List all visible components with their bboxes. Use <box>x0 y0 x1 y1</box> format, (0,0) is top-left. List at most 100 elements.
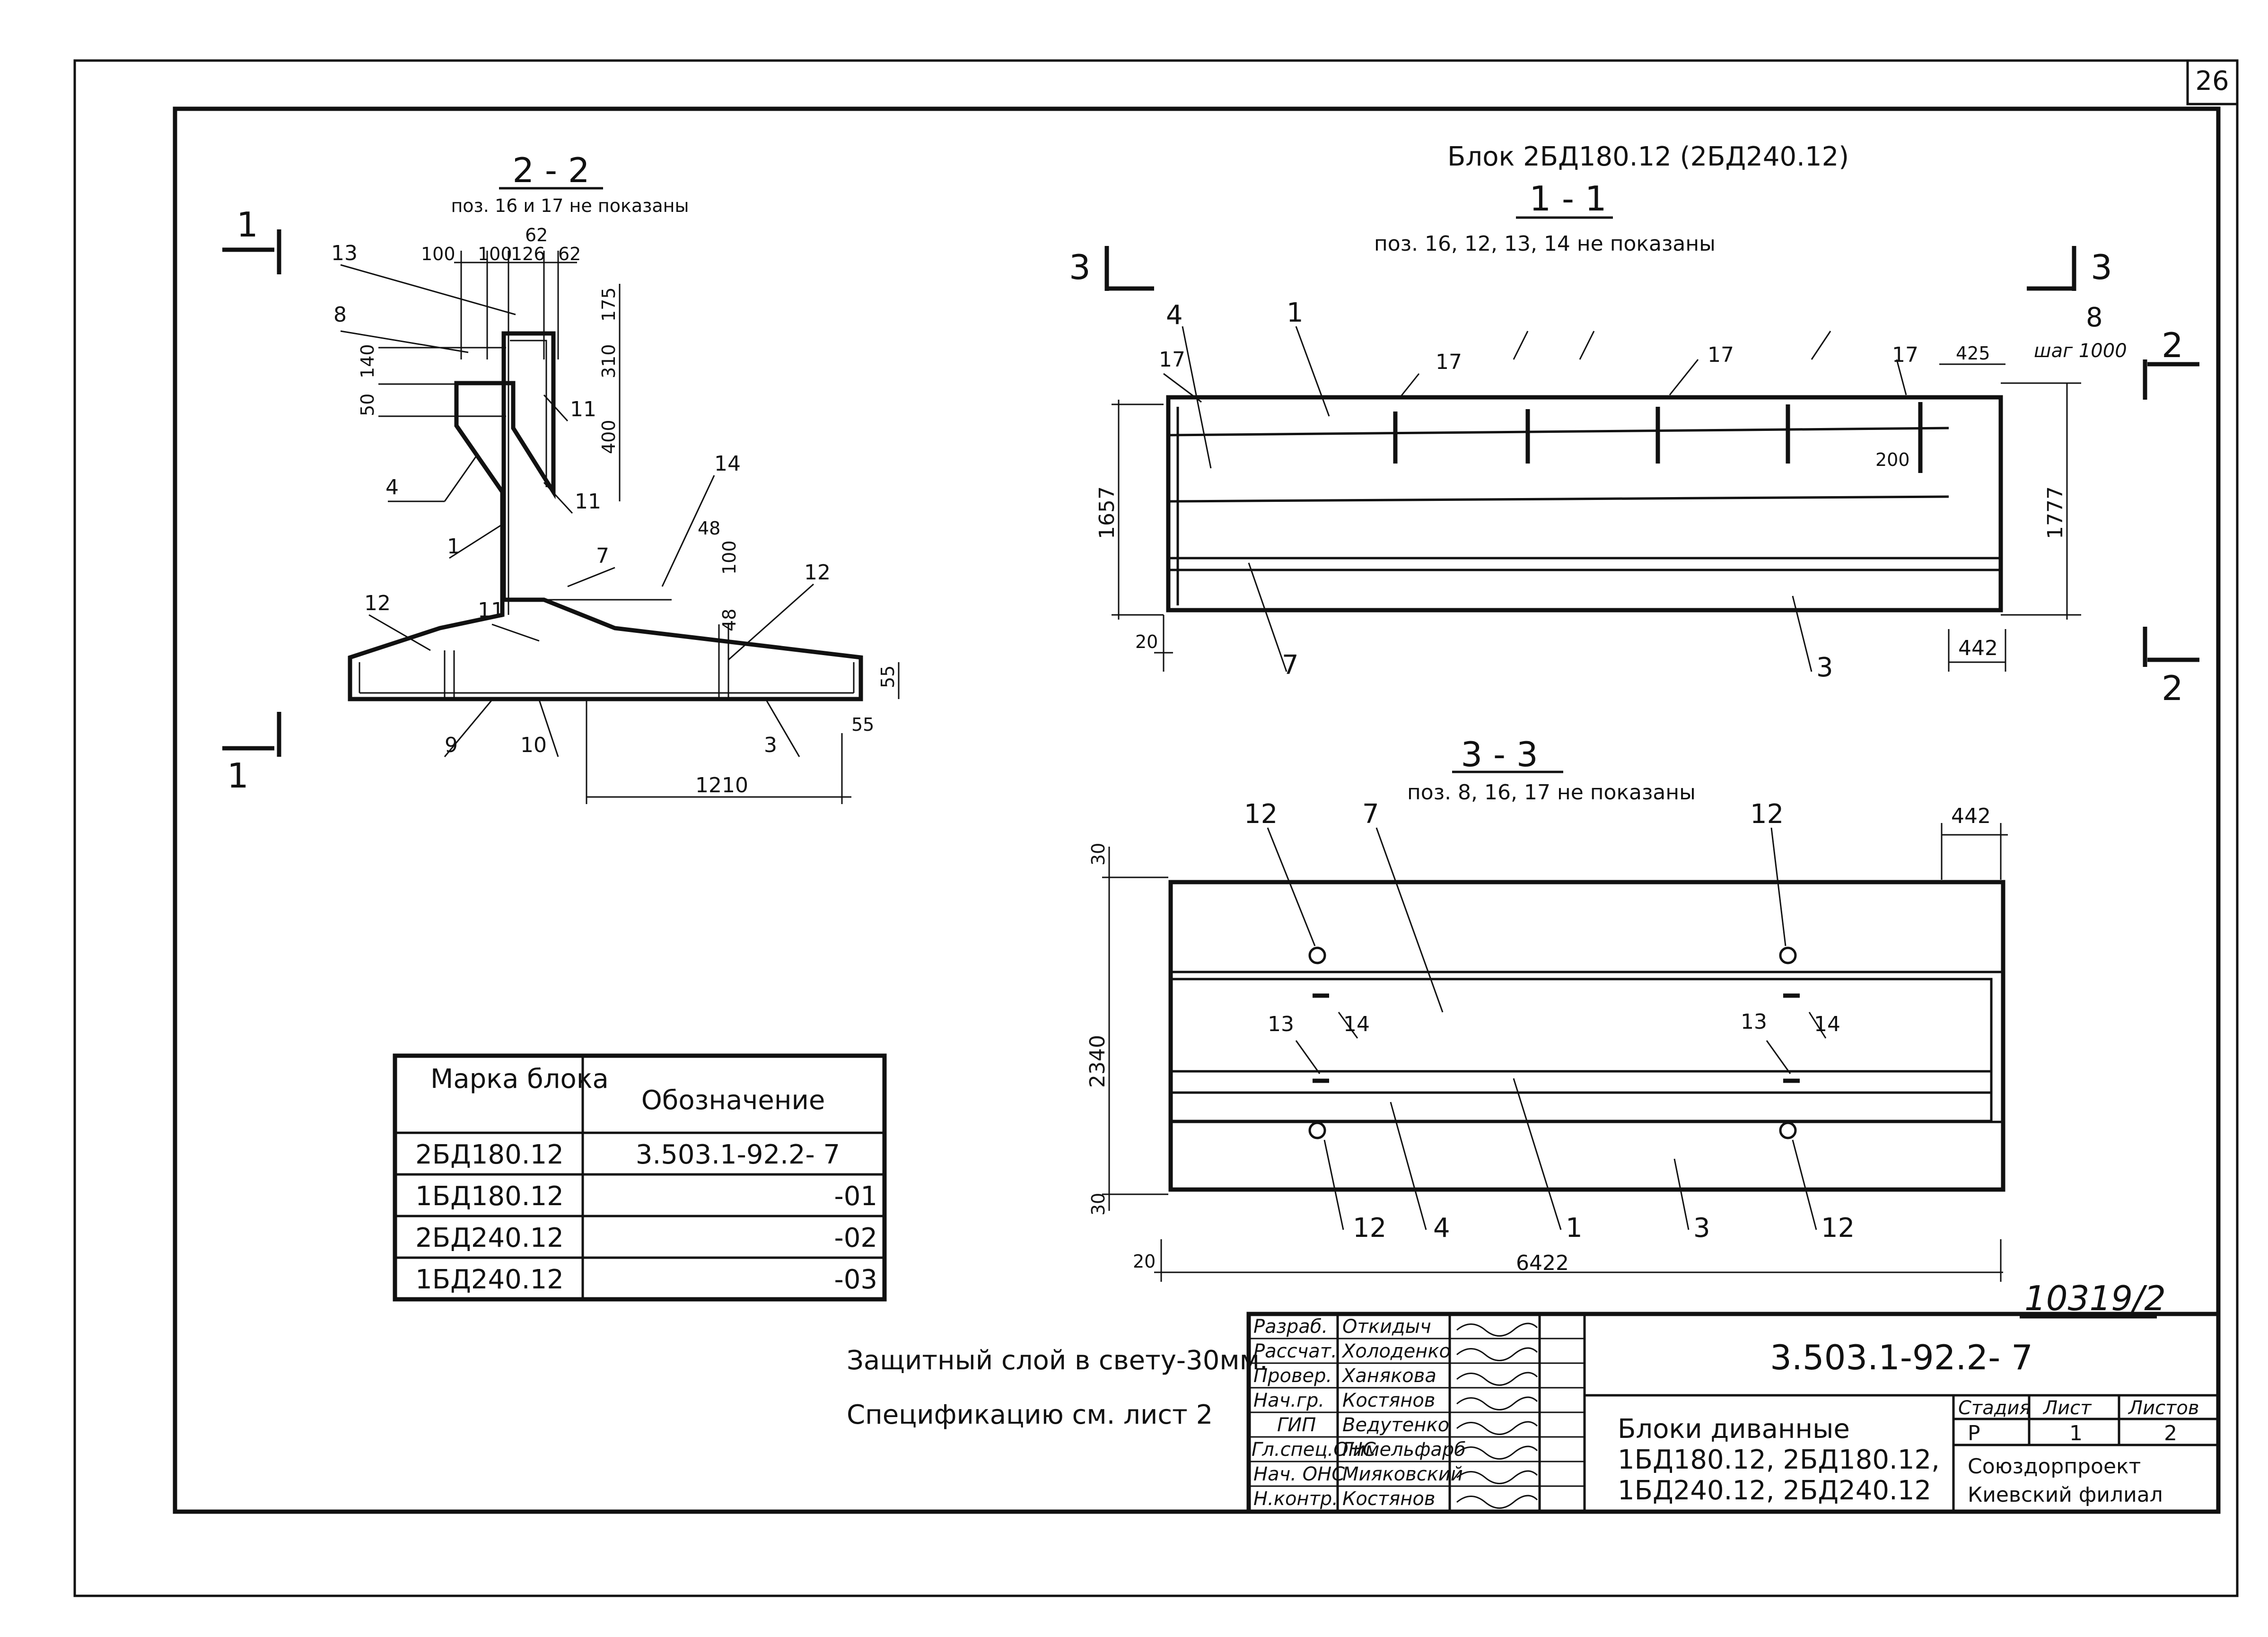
pos-22-11c: 11 <box>478 598 504 622</box>
pos-33-14-left: 14 <box>1343 1012 1370 1036</box>
section-1-1-note: поз. 16, 12, 13, 14 не показаны <box>1374 232 1716 256</box>
pos-33-12-br: 12 <box>1821 1213 1855 1243</box>
tb-stage-header: Стадия <box>1958 1397 2031 1419</box>
dim-22-100c: 100 <box>719 540 740 575</box>
dim-22-55b: 55 <box>851 714 874 735</box>
dim-22-62-top: 62 <box>525 225 548 245</box>
dim-11-442: 442 <box>1958 636 1998 660</box>
note-specification: Спецификацию см. лист 2 <box>847 1400 1213 1430</box>
marks-row-0-mark: 2БД180.12 <box>415 1139 564 1170</box>
tb-role-4: ГИП <box>1277 1414 1316 1436</box>
pos-33-14-right: 14 <box>1814 1012 1840 1036</box>
dim-22-55a: 55 <box>877 665 898 688</box>
tb-document-code: 3.503.1-92.2- 7 <box>1770 1338 2033 1377</box>
block-3-3-outline <box>1168 880 2005 1192</box>
pos-11-7: 7 <box>1282 650 1299 681</box>
pos-33-12-bl: 12 <box>1353 1213 1386 1243</box>
cut-marker-3-right: 3 <box>2027 246 2112 291</box>
dim-33-20: 20 <box>1133 1251 1156 1272</box>
pos-22-11b: 11 <box>575 490 601 514</box>
marks-row-1-mark: 1БД180.12 <box>415 1181 564 1212</box>
dim-22-140: 140 <box>357 344 378 378</box>
dim-33-30-bottom: 30 <box>1088 1193 1109 1216</box>
tb-name-6: Мияковский <box>1342 1463 1463 1485</box>
dim-11-step: шаг 1000 <box>2034 340 2127 362</box>
dim-33-30-top: 30 <box>1088 843 1109 866</box>
block-1-1-outline <box>1166 395 2003 613</box>
tb-organization-1: Киевский филиал <box>1968 1483 2163 1507</box>
tb-sheet-header: Лист <box>2042 1397 2092 1419</box>
dim-22-50: 50 <box>357 394 378 416</box>
pos-22-8: 8 <box>333 303 347 327</box>
marks-row-1-code: -01 <box>834 1181 877 1212</box>
lifting-hole-tl <box>1308 946 1326 964</box>
dim-22-310: 310 <box>598 344 619 378</box>
block-2-2-outline <box>348 331 863 701</box>
cut-marker-1-top: 1 <box>222 205 281 274</box>
pos-33-3: 3 <box>1693 1213 1710 1243</box>
pos-22-11a: 11 <box>570 397 596 421</box>
title-block: Разраб. Откидыч Рассчат. Холоденко Прове… <box>1246 1312 2221 1514</box>
dim-22-175: 175 <box>598 287 619 322</box>
tb-name-line-2: 1БД240.12, 2БД240.12 <box>1618 1475 1931 1506</box>
svg-text:1: 1 <box>236 205 258 245</box>
svg-text:2: 2 <box>2162 668 2183 708</box>
dim-22-48a: 48 <box>698 518 720 539</box>
lifting-hole-br <box>1779 1121 1797 1139</box>
pos-22-4: 4 <box>385 475 399 499</box>
tb-stage-value: Р <box>1968 1421 1980 1445</box>
section-3-3: 3 - 3 поз. 8, 16, 17 не показаны 442 30 … <box>1086 735 2008 1282</box>
outer-frame <box>73 59 2239 1597</box>
cut-marker-2-top: 2 <box>2143 325 2199 400</box>
tb-sheet-value: 1 <box>2069 1421 2083 1445</box>
dim-33-6422: 6422 <box>1516 1251 1569 1275</box>
pos-33-1: 1 <box>1566 1213 1583 1243</box>
svg-text:3: 3 <box>2091 247 2112 287</box>
pos-22-1: 1 <box>447 534 460 559</box>
lifting-hole-tr <box>1779 946 1797 964</box>
cut-marker-2-bottom: 2 <box>2143 627 2199 708</box>
pos-22-12-right: 12 <box>804 560 831 585</box>
pos-11-17b: 17 <box>1436 350 1462 374</box>
dim-22-1210: 1210 <box>695 773 748 797</box>
tb-role-7: Н.контр. <box>1253 1488 1338 1510</box>
pos-11-4: 4 <box>1166 300 1183 331</box>
pos-22-12-left: 12 <box>364 591 391 615</box>
tb-role-3: Нач.гр. <box>1253 1390 1324 1411</box>
pos-33-7: 7 <box>1362 799 1379 830</box>
pos-22-14: 14 <box>714 452 741 476</box>
dim-33-2340: 2340 <box>1086 1035 1110 1088</box>
pos-33-4: 4 <box>1433 1213 1450 1243</box>
svg-text:3: 3 <box>1069 247 1091 287</box>
marks-row-3-code: -03 <box>834 1264 877 1295</box>
marks-row-3-mark: 1БД240.12 <box>415 1264 564 1295</box>
cut-marker-1-bottom: 1 <box>222 712 281 796</box>
tb-name-3: Костянов <box>1342 1390 1435 1411</box>
tb-name-0: Откидыч <box>1342 1316 1431 1338</box>
inventory-number: 10319/2 <box>2024 1278 2166 1318</box>
pos-11-17c: 17 <box>1708 343 1734 367</box>
tb-role-0: Разраб. <box>1253 1316 1328 1338</box>
section-1-1-label: 1 - 1 <box>1529 179 1606 219</box>
tb-name-5: Гимельфарб <box>1342 1439 1466 1461</box>
tb-organization-0: Союздорпроект <box>1968 1454 2141 1479</box>
dim-22-100b: 100 <box>478 244 512 264</box>
dim-11-200: 200 <box>1875 449 1910 470</box>
pos-33-13-right: 13 <box>1741 1010 1767 1034</box>
section-1-1: Блок 2БД180.12 (2БД240.12) 1 - 1 поз. 16… <box>1069 141 2199 708</box>
sheet-number-box <box>2186 59 2239 105</box>
tb-name-1: Холоденко <box>1341 1340 1451 1362</box>
pos-33-12-tr: 12 <box>1750 799 1784 830</box>
pos-11-3: 3 <box>1816 652 1833 683</box>
marks-row-2-mark: 2БД240.12 <box>415 1223 564 1253</box>
svg-text:1: 1 <box>227 756 249 796</box>
pos-22-10: 10 <box>520 733 547 757</box>
section-2-2-note: поз. 16 и 17 не показаны <box>451 195 689 216</box>
dim-11-1777: 1777 <box>2043 486 2067 539</box>
tb-role-2: Провер. <box>1253 1365 1332 1387</box>
section-3-3-note: поз. 8, 16, 17 не показаны <box>1407 780 1696 805</box>
cut-marker-3-left: 3 <box>1069 246 1154 291</box>
pos-22-13: 13 <box>331 241 358 265</box>
tb-role-1: Рассчат. <box>1253 1340 1337 1362</box>
tb-name-7: Костянов <box>1342 1488 1435 1510</box>
